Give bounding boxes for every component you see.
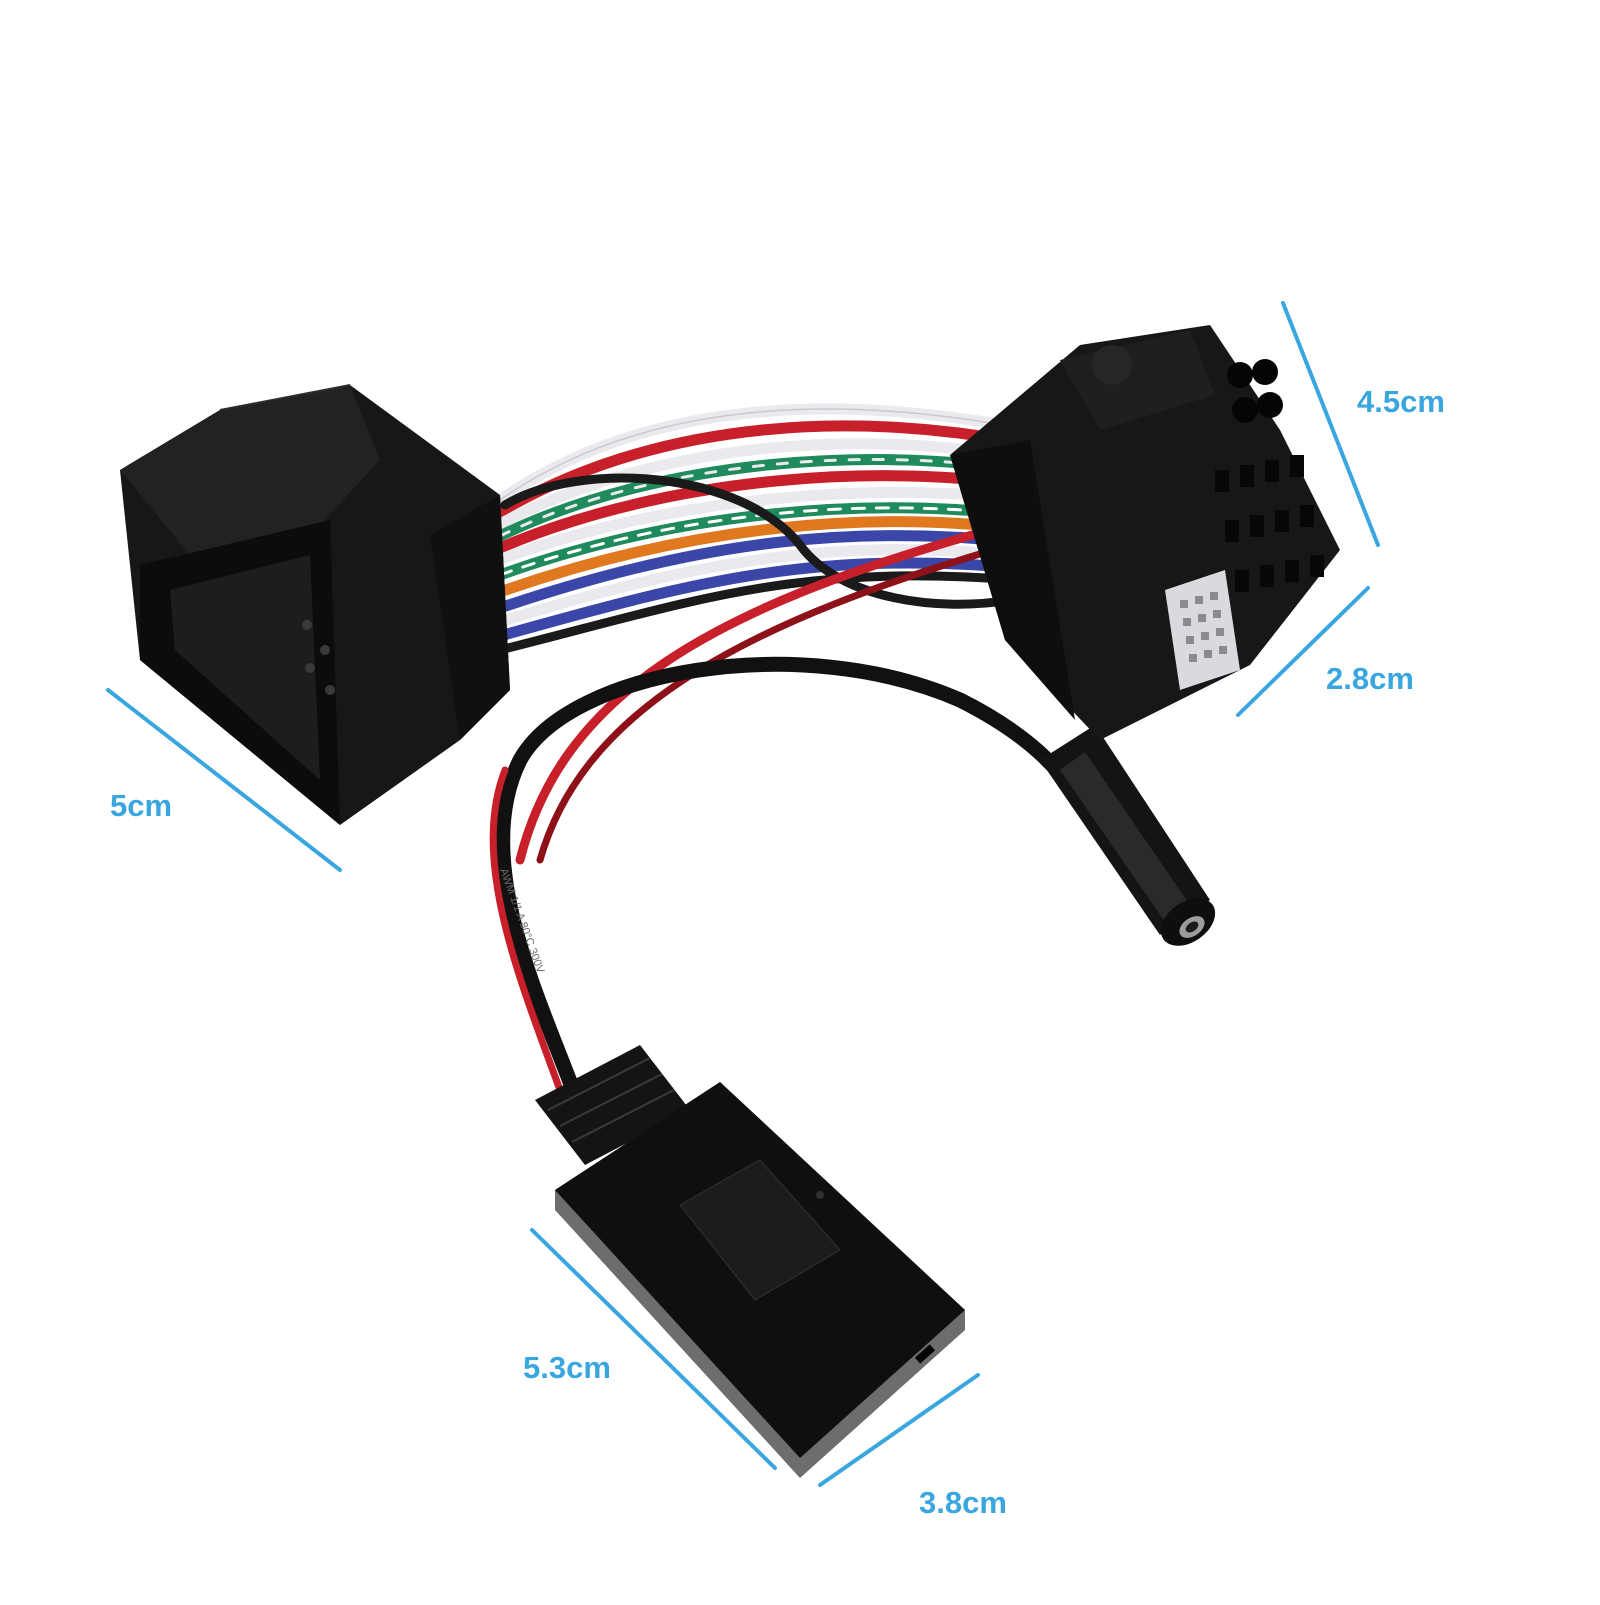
dim-line-module-length <box>530 1228 777 1470</box>
bluetooth-module <box>535 1045 965 1478</box>
wire-bundle <box>494 403 1046 865</box>
module-cable: AWM 1/1 A 80°C 300V <box>489 656 1088 1103</box>
aux-jack <box>1040 725 1216 946</box>
right-plug <box>950 325 1340 740</box>
dimension-label: 3.8cm <box>919 1485 1007 1520</box>
dim-line-right-height <box>1281 301 1380 547</box>
dimension-label: 5.3cm <box>523 1350 611 1385</box>
dim-line-right-width <box>1236 586 1370 717</box>
dim-line-module-width <box>818 1373 980 1487</box>
dimension-lines <box>106 301 1380 1487</box>
dimension-label: 5cm <box>110 788 173 823</box>
left-plug <box>120 384 510 825</box>
dim-line-left-plug <box>106 688 342 872</box>
dimension-label: 2.8cm <box>1326 661 1414 696</box>
dimension-label: 4.5cm <box>1357 384 1445 419</box>
